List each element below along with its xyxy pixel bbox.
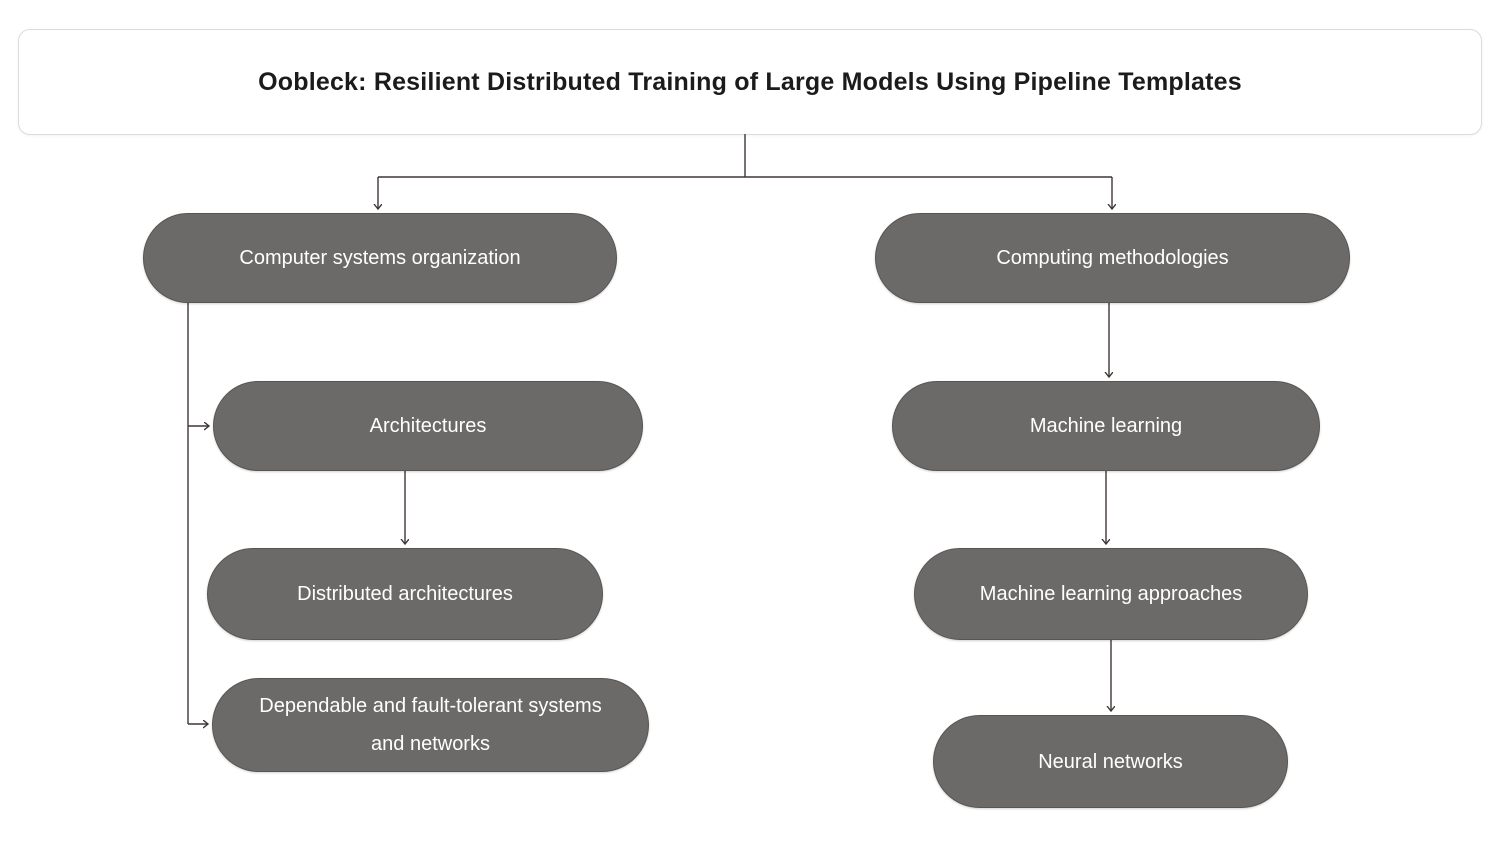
node-machine-learning: Machine learning xyxy=(892,381,1320,471)
node-architectures: Architectures xyxy=(213,381,643,471)
paper-title-box: Oobleck: Resilient Distributed Training … xyxy=(18,29,1482,135)
node-computing-methodologies: Computing methodologies xyxy=(875,213,1350,303)
paper-title: Oobleck: Resilient Distributed Training … xyxy=(258,67,1242,96)
node-dependable-fault-tolerant: Dependable and fault-tolerant systems an… xyxy=(212,678,649,772)
node-computer-systems-organization: Computer systems organization xyxy=(143,213,617,303)
node-neural-networks: Neural networks xyxy=(933,715,1288,808)
node-machine-learning-approaches: Machine learning approaches xyxy=(914,548,1308,640)
node-distributed-architectures: Distributed architectures xyxy=(207,548,603,640)
